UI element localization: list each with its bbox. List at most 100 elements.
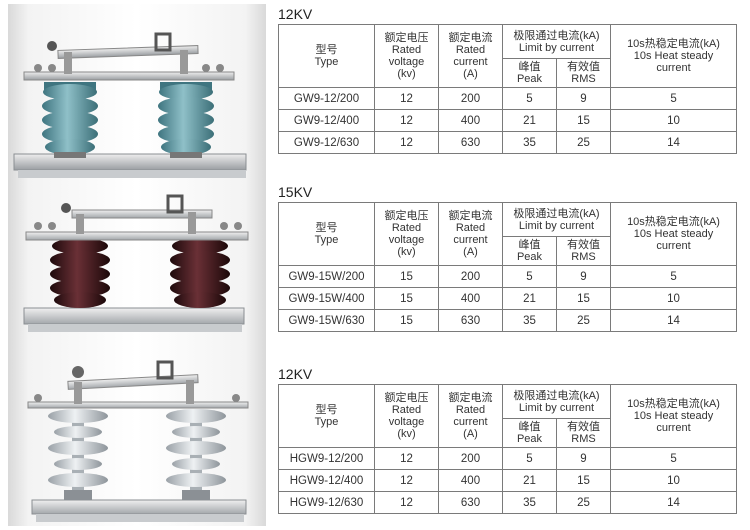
heat-header-cn: 10s热稳定电流(kA): [627, 398, 720, 410]
cell-type: HGW9-12/400: [278, 469, 375, 492]
peak-header-cn: 峰值: [518, 61, 541, 73]
cell-peak: 5: [502, 87, 557, 110]
brown-porcelain-disconnector-icon: [23, 194, 249, 332]
current-header-en2: current: [453, 56, 488, 68]
cell-peak: 21: [502, 109, 557, 132]
cell-heat: 14: [610, 131, 738, 154]
cell-rms: 9: [555, 447, 612, 470]
type-header-cn: 型号: [315, 44, 338, 56]
rms-header-en: RMS: [571, 251, 596, 263]
voltage-header-cn: 额定电压: [384, 32, 429, 44]
cell-type: GW9-12/630: [278, 131, 375, 154]
cell-voltage: 12: [374, 491, 439, 514]
cell-peak: 5: [502, 447, 557, 470]
limit-header-cn: 极限通过电流(kA): [513, 389, 600, 402]
spec-table: 型号 Type 额定电压 Rated voltage (kv) 额定电流 Rat…: [278, 202, 738, 332]
current-header-en2: current: [453, 416, 488, 428]
type-header: 型号 Type: [278, 384, 375, 448]
cell-type: GW9-12/200: [278, 87, 375, 110]
voltage-header-en2: voltage: [388, 234, 425, 246]
cell-rms: 15: [555, 109, 612, 132]
current-header: 额定电流 Rated current (A): [438, 384, 503, 448]
cell-voltage: 12: [374, 109, 439, 132]
current-header-en2: current: [453, 234, 488, 246]
peak-header: 峰值 Peak: [502, 236, 557, 266]
voltage-header-en1: Rated: [391, 222, 422, 234]
cell-voltage: 15: [374, 287, 439, 310]
cell-rms: 9: [555, 265, 612, 288]
voltage-class-title: 15KV: [278, 184, 313, 200]
current-header: 额定电流 Rated current (A): [438, 202, 503, 266]
cell-rms: 25: [555, 131, 612, 154]
voltage-header-unit: (kv): [397, 246, 416, 258]
heat-steady-header: 10s热稳定电流(kA) 10s Heat steady current: [610, 384, 738, 448]
heat-header-cn: 10s热稳定电流(kA): [627, 38, 720, 50]
voltage-header-en1: Rated: [391, 44, 422, 56]
spec-table: 型号 Type 额定电压 Rated voltage (kv) 额定电流 Rat…: [278, 24, 738, 154]
cell-type: GW9-15W/630: [278, 309, 375, 332]
limit-header-en: Limit by current: [518, 41, 595, 54]
cell-voltage: 12: [374, 87, 439, 110]
type-header: 型号 Type: [278, 24, 375, 88]
heat-header-en2: current: [656, 240, 691, 252]
current-header-en1: Rated: [455, 404, 486, 416]
cell-heat: 14: [610, 309, 738, 332]
current-header-en1: Rated: [455, 222, 486, 234]
cell-type: HGW9-12/200: [278, 447, 375, 470]
cell-heat: 10: [610, 287, 738, 310]
peak-header-en: Peak: [516, 433, 543, 445]
spec-section: 12KV 型号 Type 额定电压 Rated voltage (kv) 额定电…: [278, 4, 740, 154]
cell-current: 200: [438, 447, 503, 470]
cell-current: 630: [438, 491, 503, 514]
limit-header-en: Limit by current: [518, 401, 595, 414]
cell-type: GW9-12/400: [278, 109, 375, 132]
spec-section: 12KV 型号 Type 额定电压 Rated voltage (kv) 额定电…: [278, 364, 740, 514]
current-header-cn: 额定电流: [448, 210, 493, 222]
voltage-class-title: 12KV: [278, 6, 313, 22]
product-photos: [8, 4, 266, 526]
type-header-cn: 型号: [315, 404, 338, 416]
rms-header-cn: 有效值: [567, 239, 600, 251]
rms-header-en: RMS: [571, 73, 596, 85]
heat-steady-header: 10s热稳定电流(kA) 10s Heat steady current: [610, 24, 738, 88]
cell-peak: 35: [502, 131, 557, 154]
cell-type: GW9-15W/400: [278, 287, 375, 310]
peak-header-cn: 峰值: [518, 421, 541, 433]
current-header: 额定电流 Rated current (A): [438, 24, 503, 88]
cell-voltage: 12: [374, 469, 439, 492]
cell-peak: 21: [502, 287, 557, 310]
peak-header-cn: 峰值: [518, 239, 541, 251]
cell-heat: 5: [610, 87, 738, 110]
spec-section: 15KV 型号 Type 额定电压 Rated voltage (kv) 额定电…: [278, 182, 740, 332]
spec-table: 型号 Type 额定电压 Rated voltage (kv) 额定电流 Rat…: [278, 384, 738, 514]
cell-type: GW9-15W/200: [278, 265, 375, 288]
cell-peak: 35: [502, 491, 557, 514]
current-header-unit: (A): [463, 246, 478, 258]
cell-current: 400: [438, 109, 503, 132]
current-header-cn: 额定电流: [448, 32, 493, 44]
rms-header: 有效值 RMS: [555, 418, 612, 448]
type-header-cn: 型号: [315, 222, 338, 234]
cell-heat: 10: [610, 109, 738, 132]
voltage-header: 额定电压 Rated voltage (kv): [374, 24, 439, 88]
cell-rms: 15: [555, 287, 612, 310]
current-header-en1: Rated: [455, 44, 486, 56]
voltage-header-en2: voltage: [388, 56, 425, 68]
peak-header: 峰值 Peak: [502, 418, 557, 448]
limit-header-en: Limit by current: [518, 219, 595, 232]
cell-voltage: 12: [374, 447, 439, 470]
heat-header-en2: current: [656, 62, 691, 74]
type-header-en: Type: [314, 56, 339, 68]
cell-heat: 5: [610, 447, 738, 470]
rms-header-cn: 有效值: [567, 421, 600, 433]
current-header-unit: (A): [463, 428, 478, 440]
rms-header: 有效值 RMS: [555, 58, 612, 88]
current-header-cn: 额定电流: [448, 392, 493, 404]
cell-voltage: 15: [374, 265, 439, 288]
